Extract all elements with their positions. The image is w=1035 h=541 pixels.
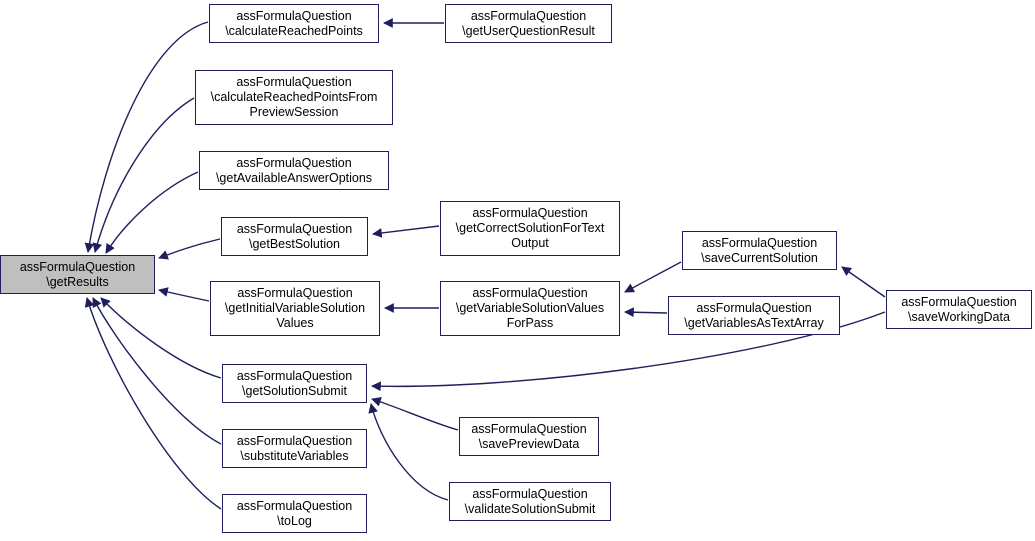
node-save-preview-data[interactable]: assFormulaQuestion \savePreviewData (459, 417, 599, 456)
node-get-solution-submit[interactable]: assFormulaQuestion \getSolutionSubmit (222, 364, 367, 403)
edge-save-working-data-to-save-current-solution (841, 266, 886, 298)
node-calculate-reached-points-from-preview-session[interactable]: assFormulaQuestion \calculateReachedPoin… (195, 70, 393, 125)
node-validate-solution-submit[interactable]: assFormulaQuestion \validateSolutionSubm… (449, 482, 611, 521)
node-get-results[interactable]: assFormulaQuestion \getResults (0, 255, 155, 294)
node-get-available-answer-options[interactable]: assFormulaQuestion \getAvailableAnswerOp… (199, 151, 389, 190)
node-calculate-reached-points[interactable]: assFormulaQuestion \calculateReachedPoin… (209, 4, 379, 43)
node-save-current-solution[interactable]: assFormulaQuestion \saveCurrentSolution (682, 231, 837, 270)
node-get-variable-solution-values-for-pass[interactable]: assFormulaQuestion \getVariableSolutionV… (440, 281, 620, 336)
node-get-best-solution[interactable]: assFormulaQuestion \getBestSolution (221, 217, 368, 256)
edge-save-current-solution-to-get-variable-solution-values-for-pass (624, 261, 682, 293)
edge-save-preview-data-to-get-solution-submit (371, 397, 459, 431)
edge-get-correct-solution-for-text-output-to-get-best-solution (372, 225, 440, 238)
node-to-log[interactable]: assFormulaQuestion \toLog (222, 494, 367, 533)
edge-get-variables-as-text-array-to-get-variable-solution-values-for-pass (624, 307, 668, 318)
edge-calculate-reached-points-to-get-results (84, 21, 209, 253)
edge-substitute-variables-to-get-results (92, 297, 222, 445)
edge-get-best-solution-to-get-results (158, 238, 221, 260)
node-substitute-variables[interactable]: assFormulaQuestion \substituteVariables (222, 429, 367, 468)
edge-calculate-reached-points-from-preview-session-to-get-results (92, 97, 195, 253)
edge-validate-solution-submit-to-get-solution-submit (368, 403, 449, 501)
node-get-user-question-result[interactable]: assFormulaQuestion \getUserQuestionResul… (445, 4, 612, 43)
edge-to-log-to-get-results (84, 297, 222, 510)
node-get-variables-as-text-array[interactable]: assFormulaQuestion \getVariablesAsTextAr… (668, 296, 840, 335)
edge-get-available-answer-options-to-get-results (105, 171, 199, 254)
edge-get-solution-submit-to-get-results (100, 297, 222, 379)
node-save-working-data[interactable]: assFormulaQuestion \saveWorkingData (886, 290, 1032, 329)
edge-get-initial-variable-solution-values-to-get-results (158, 287, 210, 302)
node-get-correct-solution-for-text-output[interactable]: assFormulaQuestion \getCorrectSolutionFo… (440, 201, 620, 256)
node-get-initial-variable-solution-values[interactable]: assFormulaQuestion \getInitialVariableSo… (210, 281, 380, 336)
